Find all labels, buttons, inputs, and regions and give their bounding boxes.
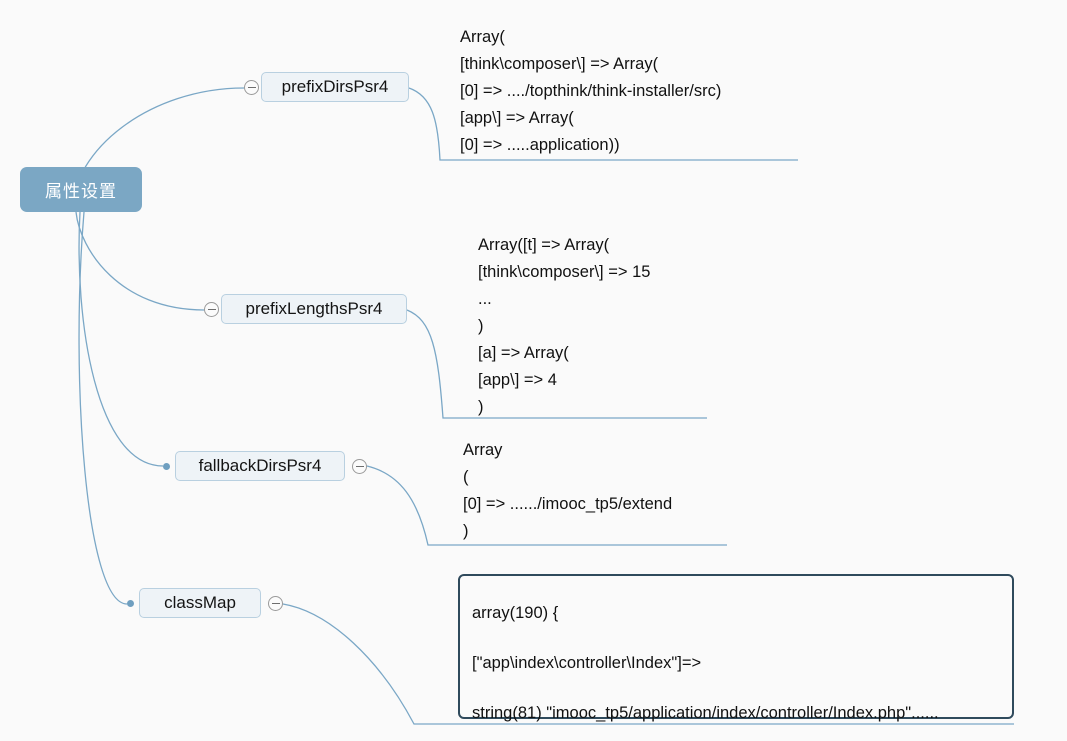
branch-node-prefixdirspsr4[interactable]: prefixDirsPsr4: [261, 72, 409, 102]
branch-node-classmap[interactable]: classMap: [139, 588, 261, 618]
branch-node-label: prefixLengthsPsr4: [245, 299, 383, 318]
leaf-text-fallbackdirspsr4: Array ( [0] => ....../imooc_tp5/extend ): [463, 441, 673, 540]
branch-node-label: prefixDirsPsr4: [281, 77, 389, 96]
connector-dot: [163, 463, 170, 470]
leaf-text-prefixlengthspsr4: Array([t] => Array( [think\composer\] =>…: [478, 236, 651, 416]
minus-circle-icon[interactable]: [268, 596, 283, 611]
branch-node-label: classMap: [164, 593, 236, 612]
edge-root-fallback: [78, 211, 164, 467]
minus-circle-icon[interactable]: [244, 80, 259, 95]
edge-root-prefixlens: [75, 211, 205, 311]
branch-node-prefixlengthspsr4[interactable]: prefixLengthsPsr4: [221, 294, 407, 324]
edge-root-classmap: [78, 211, 128, 605]
branch-node-fallbackdirspsr4[interactable]: fallbackDirsPsr4: [175, 451, 345, 481]
connector-dot: [127, 600, 134, 607]
branch-node-label: fallbackDirsPsr4: [198, 456, 322, 475]
minus-circle-icon[interactable]: [352, 459, 367, 474]
root-node[interactable]: 属性设置: [20, 167, 142, 212]
minus-circle-icon[interactable]: [204, 302, 219, 317]
leaf-box-classmap-text: array(190) { ["app\index\controller\Inde…: [472, 604, 939, 722]
leaf-text-prefixdirspsr4: Array( [think\composer\] => Array( [0] =…: [460, 28, 722, 154]
leaf-box-classmap: array(190) { ["app\index\controller\Inde…: [458, 574, 1014, 722]
root-node-label: 属性设置: [45, 182, 117, 202]
